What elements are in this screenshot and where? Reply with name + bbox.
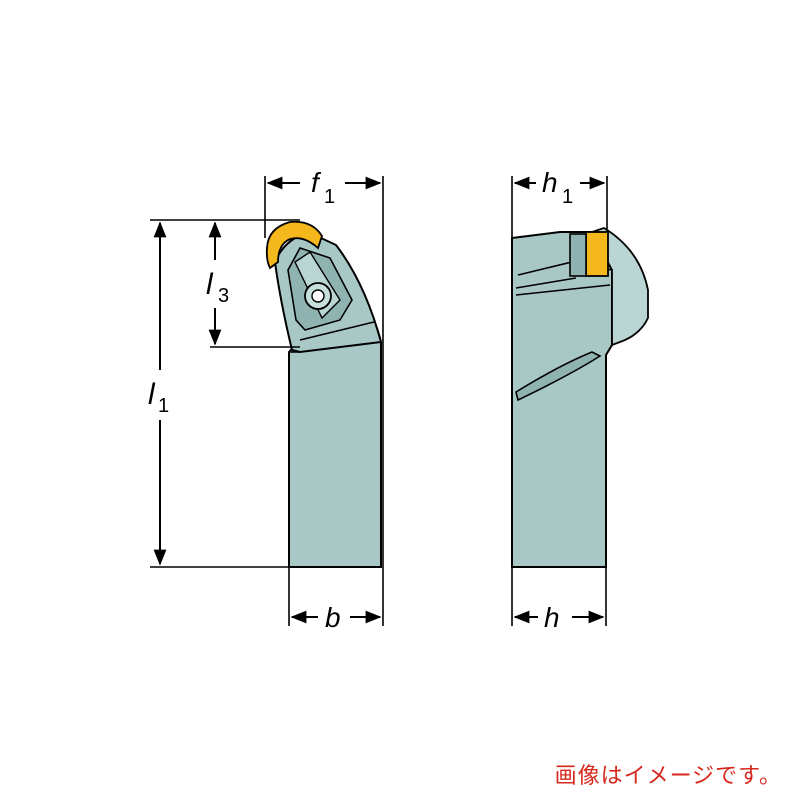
label-h1-sub: 1 bbox=[562, 186, 573, 208]
label-l1: l bbox=[148, 378, 156, 411]
shank-top-view bbox=[288, 320, 382, 568]
label-f1-sub: 1 bbox=[324, 186, 335, 208]
head-edge bbox=[299, 321, 375, 341]
label-l1-sub: 1 bbox=[158, 395, 169, 417]
label-b: b bbox=[325, 602, 341, 633]
insert-shim bbox=[569, 233, 587, 277]
dimension-l1: l 1 bbox=[148, 219, 300, 568]
label-f1: f bbox=[311, 167, 322, 198]
shank-side-view bbox=[511, 231, 613, 568]
dimension-h1: h 1 bbox=[511, 167, 608, 238]
top-view bbox=[265, 220, 383, 568]
label-l3-sub: 3 bbox=[218, 285, 229, 307]
dimension-f1: f 1 bbox=[264, 167, 384, 567]
label-h: h bbox=[544, 602, 560, 633]
label-h1: h bbox=[542, 167, 558, 198]
clamp-screw-head bbox=[311, 289, 325, 303]
chip-groove bbox=[515, 351, 602, 402]
dimension-h: h bbox=[511, 567, 607, 633]
side-view bbox=[511, 227, 649, 568]
head-ridge-3 bbox=[515, 277, 577, 289]
dimension-b: b bbox=[288, 567, 384, 633]
dimension-l3: l 3 bbox=[206, 221, 300, 348]
round-insert bbox=[265, 220, 323, 270]
head-ridge-2 bbox=[515, 284, 611, 296]
image-disclaimer-caption: 画像はイメージです。 bbox=[554, 764, 782, 789]
label-l3: l bbox=[206, 268, 214, 301]
insert-side-view bbox=[585, 231, 609, 277]
